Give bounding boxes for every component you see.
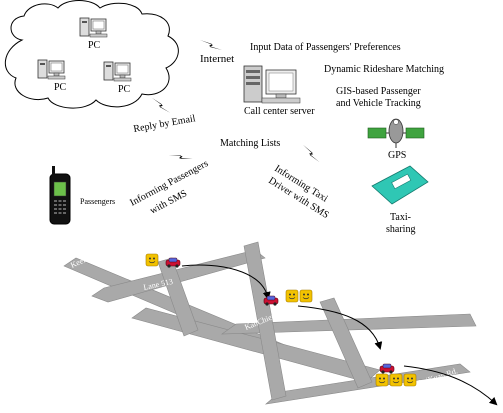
call-center-label: Call center server bbox=[244, 106, 315, 117]
smiley-icon bbox=[285, 289, 299, 303]
reply-email-label: Reply by Email bbox=[133, 113, 197, 135]
internet-label: Internet bbox=[200, 53, 234, 65]
smiley-icon bbox=[389, 373, 403, 387]
road-label-youngkuan: YoungKuan St. bbox=[398, 337, 448, 358]
route-arrow-1 bbox=[181, 264, 271, 300]
lightning-icon bbox=[168, 148, 193, 165]
gps-satellite-icon bbox=[367, 118, 425, 148]
road-label-ruikuan-road: RuiKuan Road bbox=[198, 281, 246, 304]
taxi-label-line2: sharing bbox=[386, 224, 415, 235]
lightning-icon bbox=[299, 144, 324, 163]
route-arrow-3 bbox=[403, 365, 498, 406]
car-icon bbox=[379, 363, 395, 375]
input-data-label: Input Data of Passengers' Preferences bbox=[250, 42, 401, 53]
road-cross-left bbox=[157, 257, 199, 337]
taxi-boat-icon bbox=[371, 165, 429, 205]
server-icon bbox=[243, 65, 301, 104]
internet-cloud bbox=[5, 0, 179, 109]
road-network bbox=[63, 241, 477, 405]
dynamic-matching-label: Dynamic Rideshare Matching bbox=[324, 64, 444, 75]
pc-label-2: PC bbox=[54, 82, 67, 93]
lightning-icon bbox=[200, 40, 222, 50]
matching-lists-label: Matching Lists bbox=[220, 138, 280, 149]
smiley-icon bbox=[375, 373, 389, 387]
smiley-icon bbox=[299, 289, 313, 303]
computer-icon bbox=[79, 17, 108, 38]
computer-icon bbox=[37, 59, 66, 80]
pc-label-3: PC bbox=[118, 84, 131, 95]
road-youngkuan bbox=[221, 313, 477, 335]
smiley-icon bbox=[403, 373, 417, 387]
smiley-icon bbox=[145, 253, 159, 267]
passengers-label: Passengers bbox=[80, 197, 115, 206]
gis-label-line2: and Vehicle Tracking bbox=[336, 98, 421, 109]
gis-label-line1: GIS-based Passenger bbox=[336, 86, 421, 97]
mobile-phone-icon bbox=[49, 166, 71, 225]
computer-icon bbox=[103, 61, 132, 82]
taxi-label-line1: Taxi- bbox=[390, 212, 411, 223]
route-arrow-2 bbox=[297, 305, 383, 350]
road-cross-right bbox=[319, 297, 373, 389]
pc-label-1: PC bbox=[88, 40, 101, 51]
gps-label: GPS bbox=[388, 150, 406, 161]
lightning-icon bbox=[149, 97, 173, 113]
road-cross-mid bbox=[243, 241, 287, 401]
